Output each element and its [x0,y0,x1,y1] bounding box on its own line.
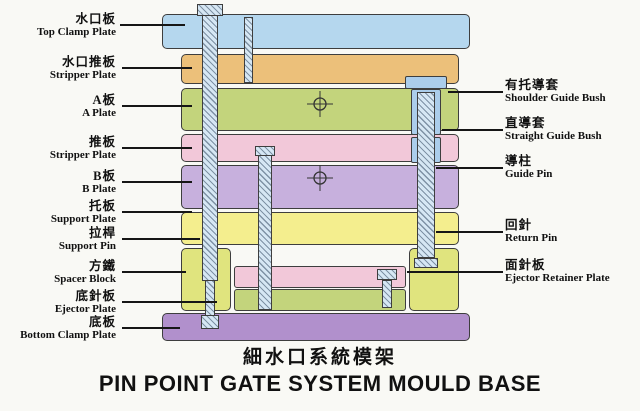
leader-upper-stripper-plate [122,67,192,69]
leader-guide-pin [436,167,503,169]
ejector-bolt-shaft [382,280,392,308]
leader-support-pin [122,238,200,240]
support-pin-anchor-head [201,315,219,329]
leader-straight-guide-bush [442,129,503,131]
leader-bottom-clamp-plate [122,327,180,329]
title-chinese: 細水口系統模架 [242,347,397,368]
label-en: Stripper Plate [49,149,116,161]
diagram-title: 細水口系統模架 PIN POINT GATE SYSTEM MOULD BASE [0,346,640,397]
label-en: Return Pin [505,232,558,244]
left-label-column: 水口板 Top Clamp Plate 水口推板 Stripper Plate … [0,0,119,411]
leader-ejector-retainer-plate [407,271,503,273]
support-plate-shape [181,212,459,245]
label-en: B Plate [82,183,116,195]
label-en: Ejector Plate [54,303,116,315]
leader-a-plate [122,105,192,107]
leader-ejector-plate [122,301,217,303]
center-mark-icon [307,91,333,117]
label-cn: B板 [93,169,116,183]
support-pin-rod [202,15,218,281]
leader-top-clamp-plate [120,24,185,26]
small-screw-pin [244,17,253,83]
label-en: Straight Guide Bush [505,130,602,142]
ejector-retainer-plate-shape [234,266,406,288]
label-b-plate: B板 B Plate [82,169,116,196]
return-pin-head [414,258,438,268]
label-cn: 托板 [88,199,116,213]
label-en: Stripper Plate [49,69,116,81]
label-shoulder-guide-bush: 有托導套 Shoulder Guide Bush [505,78,606,105]
label-cn: 有托導套 [505,78,560,92]
label-cn: 回針 [505,218,533,232]
label-ejector-plate: 底針板 Ejector Plate [55,289,116,316]
label-en: A Plate [82,107,116,119]
label-cn: 水口板 [75,12,116,26]
label-upper-stripper-plate: 水口推板 Stripper Plate [50,55,116,82]
label-a-plate: A板 A Plate [82,93,116,120]
leader-shoulder-guide-bush [448,91,503,93]
label-top-clamp-plate: 水口板 Top Clamp Plate [37,12,116,39]
label-support-plate: 托板 Support Plate [51,199,116,226]
leader-support-plate [122,211,192,213]
center-mark-icon [307,165,333,191]
shoulder-guide-bush-flange [405,76,447,89]
support-pin-top-head [197,4,223,16]
label-cn: 直導套 [505,116,546,130]
guide-pin-rod [417,92,435,258]
right-label-column: 有托導套 Shoulder Guide Bush 直導套 Straight Gu… [505,0,639,411]
label-en: Ejector Retainer Plate [505,272,610,284]
label-en: Bottom Clamp Plate [20,329,116,341]
ejector-plate-shape [234,289,406,311]
label-support-pin: 拉桿 Support Pin [59,226,116,253]
title-english: PIN POINT GATE SYSTEM MOULD BASE [98,371,542,396]
label-cn: 面針板 [505,258,546,272]
label-cn: 底針板 [75,289,116,303]
label-en: Support Plate [50,213,116,225]
label-ejector-retainer-plate: 面針板 Ejector Retainer Plate [505,258,610,285]
label-cn: 推板 [88,135,116,149]
label-en: Spacer Block [54,273,116,285]
label-return-pin: 回針 Return Pin [505,218,557,245]
label-en: Top Clamp Plate [36,26,116,38]
label-straight-guide-bush: 直導套 Straight Guide Bush [505,116,602,143]
leader-b-plate [122,181,192,183]
center-pin-rod [258,155,272,310]
leader-mid-stripper-plate [122,147,192,149]
label-cn: 方鐵 [88,259,116,273]
label-spacer-block: 方鐵 Spacer Block [54,259,116,286]
label-cn: 水口推板 [61,55,116,69]
support-pin-lower-shaft [205,280,215,316]
label-en: Support Pin [58,240,116,252]
label-cn: A板 [92,93,116,107]
label-cn: 拉桿 [88,226,116,240]
label-guide-pin: 導柱 Guide Pin [505,154,552,181]
label-bottom-clamp-plate: 底板 Bottom Clamp Plate [20,315,116,342]
leader-return-pin [436,231,503,233]
leader-spacer-block [122,271,186,273]
label-cn: 底板 [88,315,116,329]
label-cn: 導柱 [505,154,533,168]
label-en: Guide Pin [505,168,553,180]
label-en: Shoulder Guide Bush [505,92,606,104]
ejector-bolt-head [377,269,397,280]
label-mid-stripper-plate: 推板 Stripper Plate [50,135,116,162]
